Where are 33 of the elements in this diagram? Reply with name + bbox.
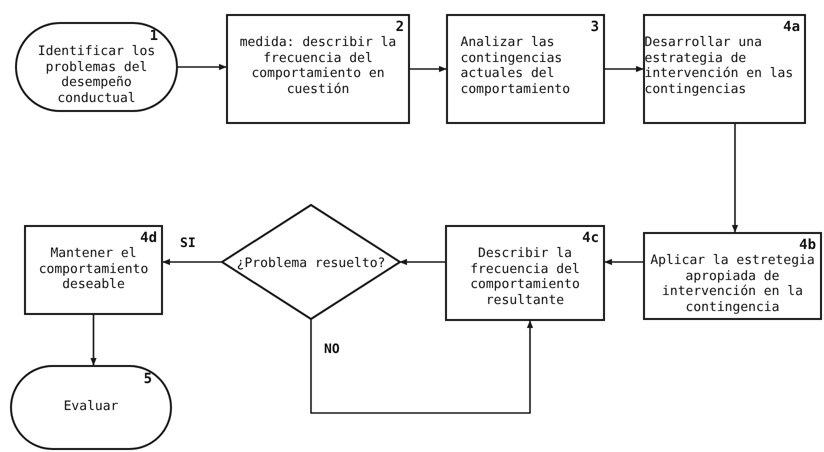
step-text: medida: describir la frecuencia del comportamiento en cuestión bbox=[238, 35, 398, 97]
step-number: 4a bbox=[783, 19, 800, 35]
step-text: Aplicar la estretegia apropiada de intervención en la contingencia bbox=[649, 253, 816, 315]
process-box bbox=[643, 232, 822, 320]
arrow bbox=[732, 124, 738, 233]
step-number: 5 bbox=[144, 371, 152, 387]
process-box bbox=[446, 14, 605, 124]
decision-diamond bbox=[222, 205, 400, 319]
step-number: 3 bbox=[590, 19, 599, 35]
step-text: Evaluar bbox=[62, 399, 120, 414]
step-number: 1 bbox=[150, 28, 158, 44]
step-text: Identificar los problemas del desempeño conductual bbox=[36, 44, 156, 106]
step-number: 2 bbox=[396, 19, 404, 35]
step-text: Desarrollar una estrategia de intervención en las contingencias bbox=[644, 35, 794, 97]
process-box bbox=[643, 14, 806, 124]
step-text: Mantener el comportamiento deseable bbox=[38, 246, 150, 292]
step-number: 4c bbox=[582, 230, 599, 246]
arrow bbox=[90, 315, 97, 366]
arrow bbox=[399, 258, 445, 266]
arrow bbox=[604, 258, 643, 266]
step-text: Describir la frecuencia del comportamiento resultante bbox=[469, 246, 581, 308]
arrow bbox=[178, 64, 227, 70]
step-text: ¿Problema resuelto? bbox=[236, 256, 386, 272]
arrow bbox=[605, 66, 644, 72]
arrow bbox=[410, 66, 447, 72]
step-number: 4d bbox=[140, 230, 157, 246]
step-text: Analizar las contingencias actuales del comportamiento bbox=[460, 35, 572, 97]
arrow bbox=[162, 258, 222, 266]
process-box bbox=[226, 14, 410, 124]
process-box bbox=[24, 225, 163, 315]
step-number: 4b bbox=[799, 237, 816, 253]
process-box bbox=[445, 225, 605, 321]
arrow bbox=[310, 319, 534, 414]
